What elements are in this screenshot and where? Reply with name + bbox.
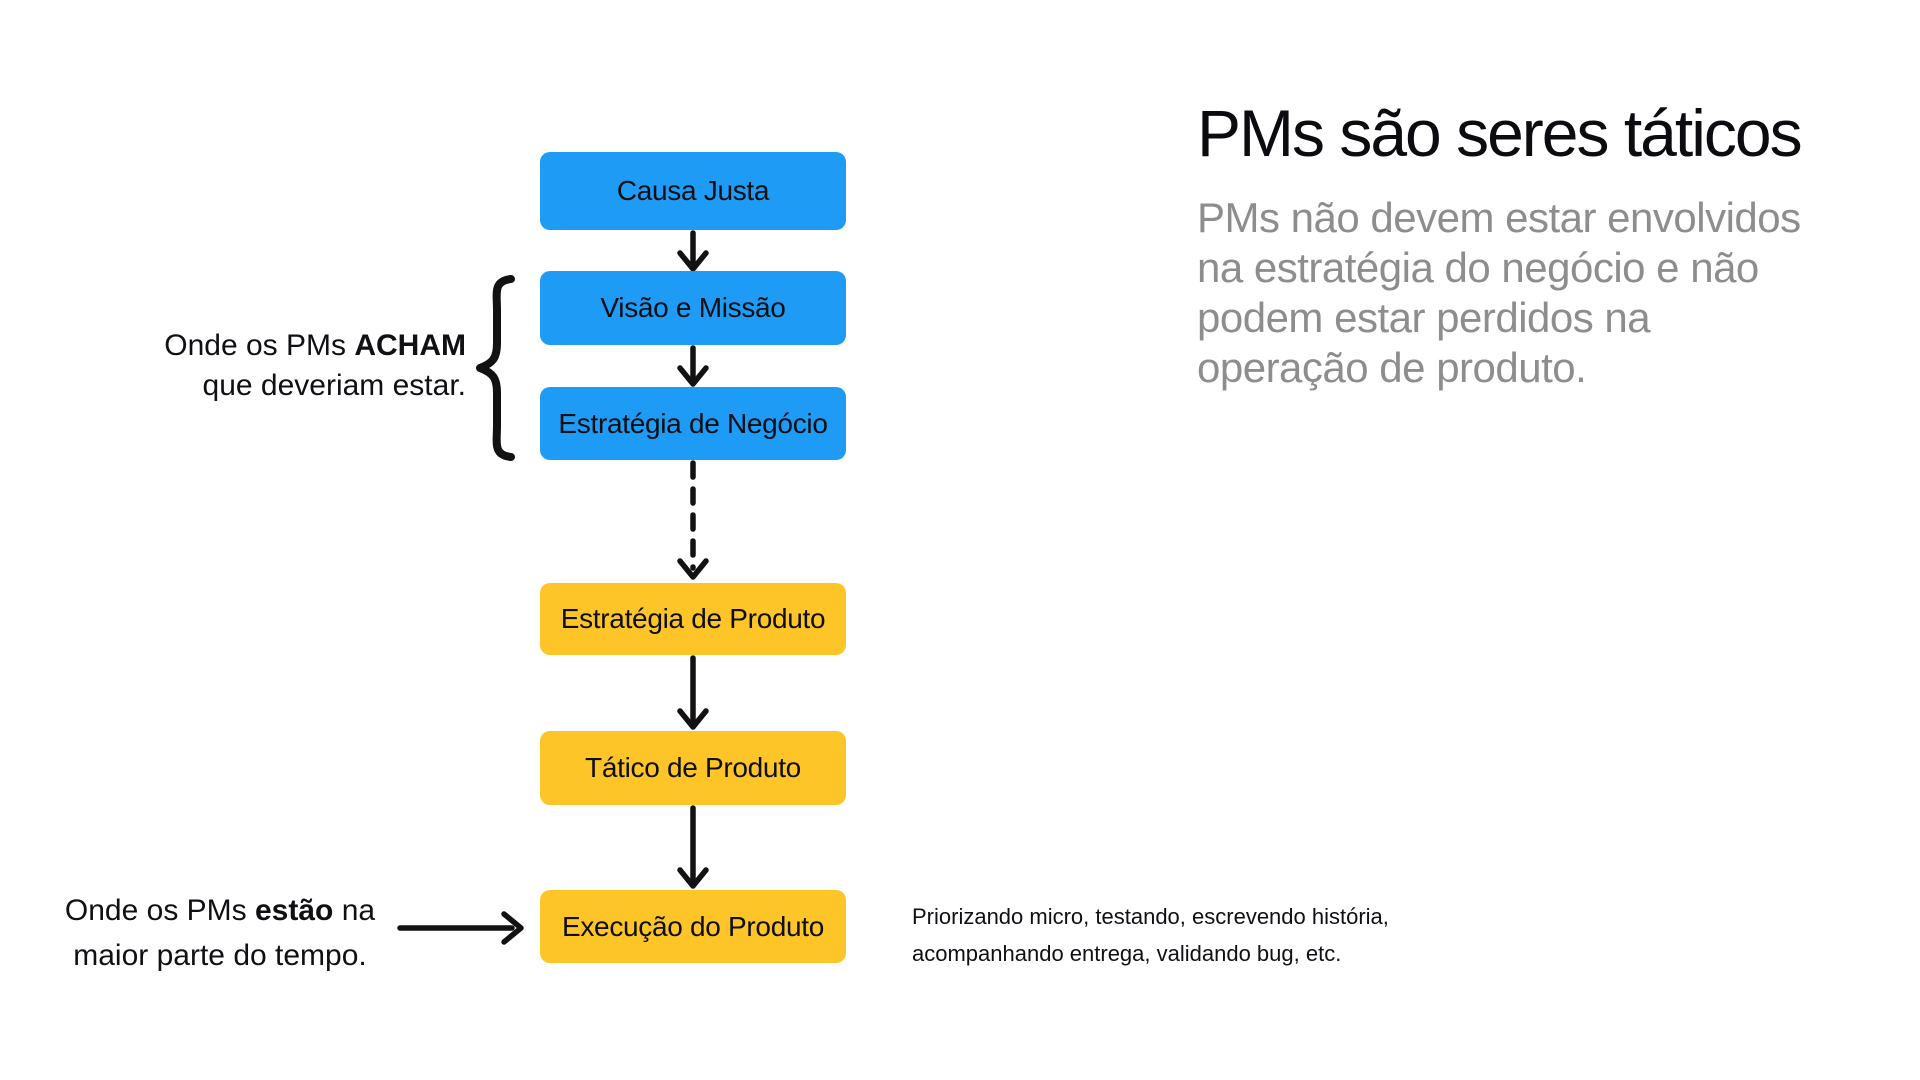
- dashed-down-arrow: [677, 460, 709, 580]
- flow-node-tatico-produto: Tático de Produto: [540, 731, 846, 805]
- subtitle-line: PMs não devem estar envolvidos: [1197, 194, 1801, 241]
- headline-subtitle: PMs não devem estar envolvidos na estrat…: [1197, 193, 1837, 393]
- arrow-note-line2: maior parte do tempo.: [73, 939, 367, 972]
- flow-node-estrategia-produto: Estratégia de Produto: [540, 583, 846, 655]
- arrow-note-line1: Onde os PMs estão na: [64, 894, 376, 927]
- brace-note-line1: Onde os PMs ACHAM: [164, 329, 466, 362]
- brace-note-line2: que deveriam estar.: [202, 369, 466, 402]
- brace-note: Onde os PMs ACHAM que deveriam estar.: [150, 326, 466, 406]
- execution-note-line2: acompanhando entrega, validando bug, etc…: [912, 941, 1342, 966]
- down-arrow-3: [677, 655, 709, 730]
- pointer-arrow: [397, 911, 524, 945]
- flow-node-visao-missao: Visão e Missão: [540, 271, 846, 345]
- flow-node-execucao-produto: Execução do Produto: [540, 890, 846, 963]
- down-arrow-2: [677, 345, 709, 387]
- curly-brace: [476, 275, 515, 461]
- arrow-note: Onde os PMs estão na maior parte do temp…: [60, 888, 380, 978]
- headline: PMs são seres táticos PMs não devem esta…: [1197, 95, 1837, 393]
- down-arrow-4: [677, 805, 709, 889]
- subtitle-line: operação de produto.: [1197, 344, 1587, 391]
- down-arrow-1: [677, 230, 709, 272]
- execution-note: Priorizando micro, testando, escrevendo …: [912, 898, 1472, 972]
- headline-title: PMs são seres táticos: [1197, 96, 1803, 170]
- flow-node-causa-justa: Causa Justa: [540, 152, 846, 230]
- subtitle-line: na estratégia do negócio e não: [1197, 244, 1759, 291]
- flow-node-estrategia-negocio: Estratégia de Negócio: [540, 387, 846, 460]
- subtitle-line: podem estar perdidos na: [1197, 294, 1651, 341]
- execution-note-line1: Priorizando micro, testando, escrevendo …: [912, 904, 1389, 929]
